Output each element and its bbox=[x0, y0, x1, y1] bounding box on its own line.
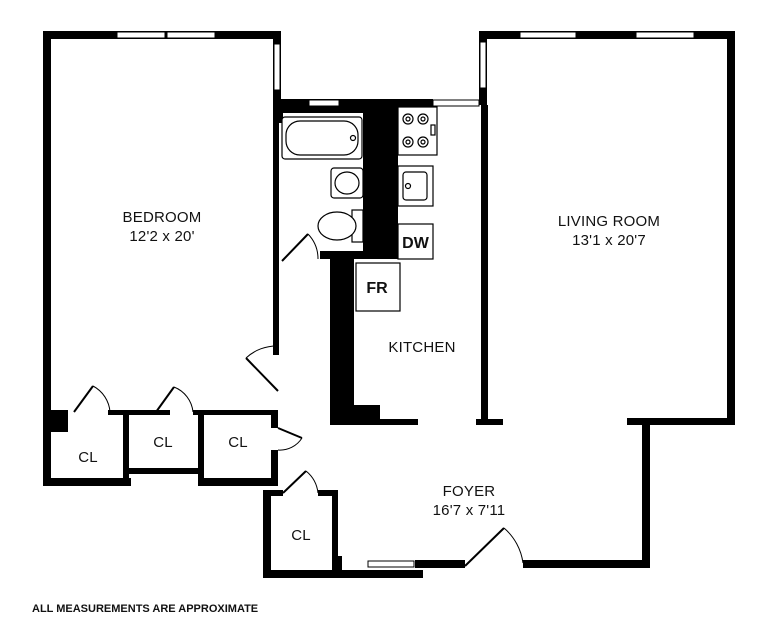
bathtub bbox=[281, 116, 363, 160]
living-room-name: LIVING ROOM bbox=[558, 213, 660, 230]
foyer-size: 16'7 x 7'11 bbox=[433, 502, 506, 519]
bedroom-windows bbox=[116, 31, 281, 91]
bedroom-size: 12'2 x 20' bbox=[129, 228, 194, 245]
closet-label-4: CL bbox=[291, 527, 311, 544]
kitchen-window bbox=[432, 99, 480, 107]
refrigerator: FR bbox=[355, 262, 401, 312]
stove bbox=[397, 106, 438, 156]
closet-door-4 bbox=[282, 470, 319, 494]
closet-label-1: CL bbox=[78, 449, 98, 466]
closet-door-2 bbox=[155, 386, 194, 413]
foyer-walls bbox=[263, 418, 650, 578]
dishwasher-label: DW bbox=[402, 235, 430, 252]
kitchen-name: KITCHEN bbox=[388, 339, 455, 356]
closet-door-1 bbox=[73, 385, 111, 413]
bedroom-name: BEDROOM bbox=[123, 209, 202, 226]
bathroom-door bbox=[281, 233, 319, 262]
living-room-windows bbox=[479, 31, 695, 89]
foyer-window bbox=[367, 560, 415, 568]
bathroom-sink bbox=[330, 167, 364, 199]
bathroom-window bbox=[308, 99, 340, 107]
closet-label-2: CL bbox=[153, 434, 173, 451]
measurement-note: ALL MEASUREMENTS ARE APPROXIMATE bbox=[32, 603, 258, 615]
kitchen-sink bbox=[397, 165, 434, 207]
living-room-size: 13'1 x 20'7 bbox=[572, 232, 646, 249]
toilet bbox=[317, 209, 364, 243]
bedroom-walls bbox=[43, 31, 281, 486]
bathroom-walls bbox=[273, 99, 433, 259]
refrigerator-label: FR bbox=[366, 280, 388, 297]
entry-door bbox=[464, 527, 524, 567]
closet-label-3: CL bbox=[228, 434, 248, 451]
closet-walls bbox=[123, 410, 278, 486]
dishwasher: DW bbox=[397, 223, 434, 260]
bedroom-door bbox=[245, 345, 279, 392]
closet-door-3 bbox=[277, 427, 303, 451]
kitchen-walls bbox=[330, 259, 418, 425]
foyer-name: FOYER bbox=[443, 483, 496, 500]
